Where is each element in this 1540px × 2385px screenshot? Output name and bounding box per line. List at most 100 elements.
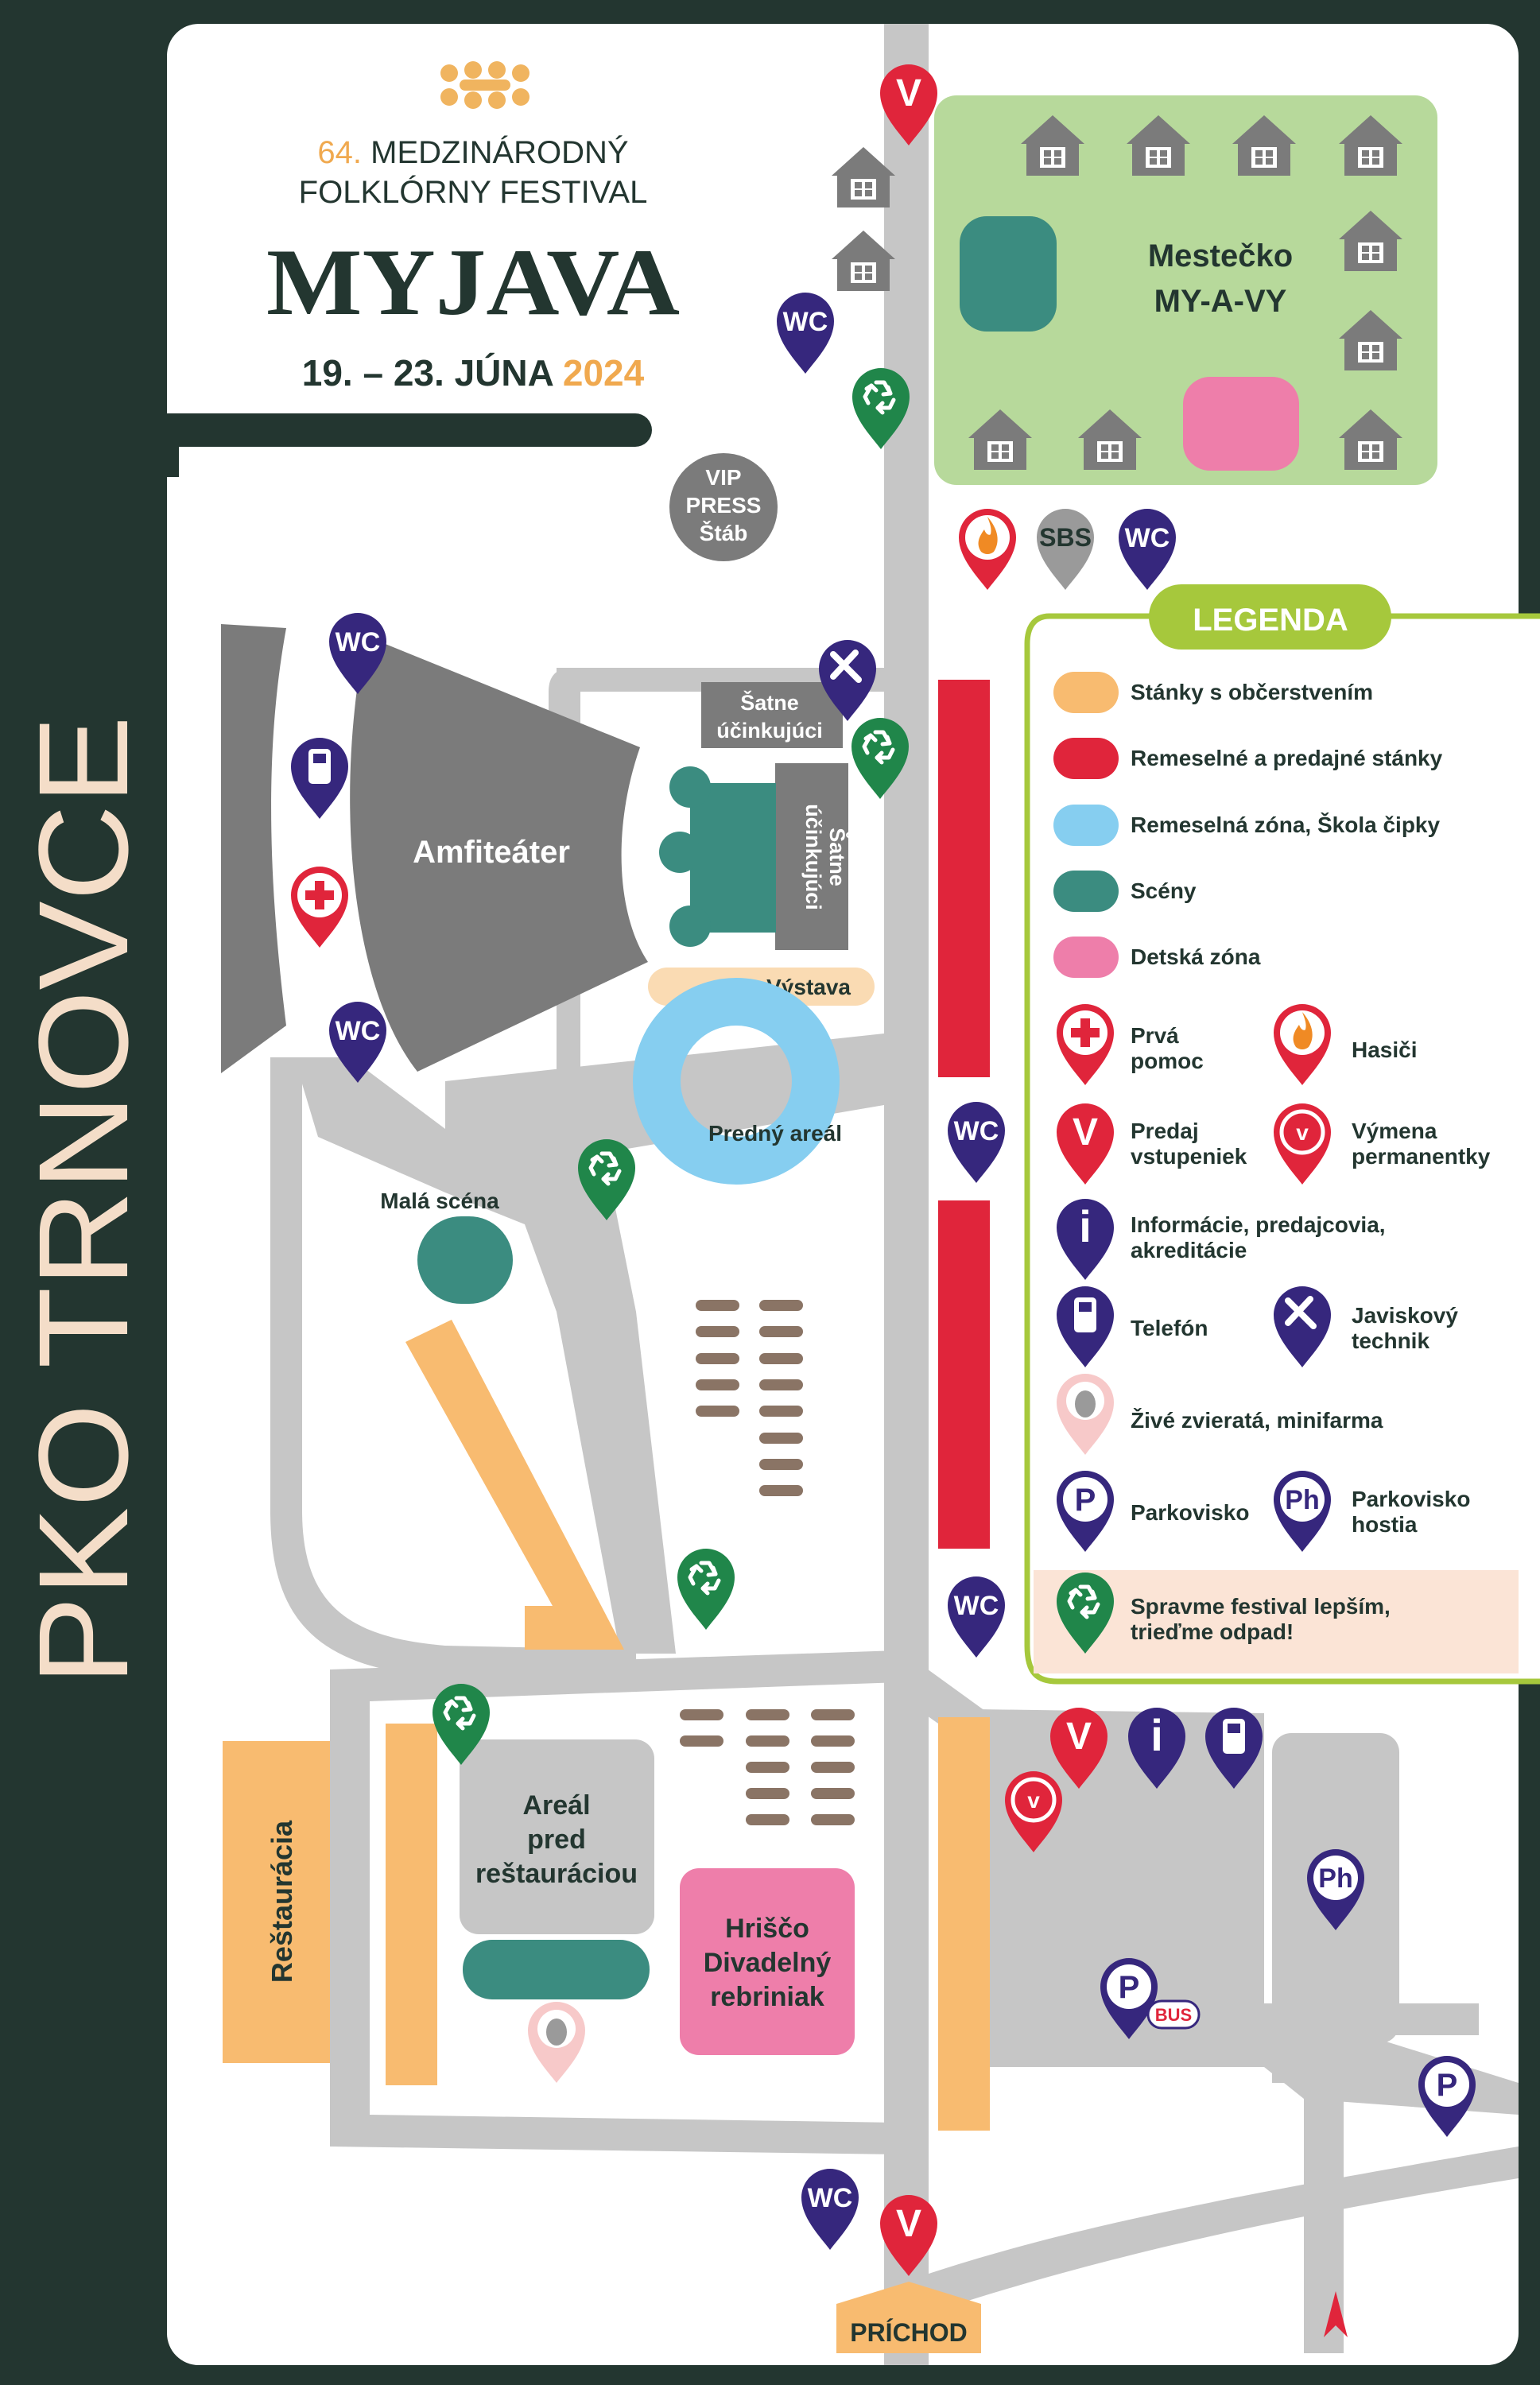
mala-scena-label: Malá scéna	[380, 1189, 499, 1213]
wc-pin-label: WC	[954, 1591, 999, 1621]
legend-label-recycle-2: trieďme odpad!	[1131, 1619, 1294, 1644]
first-aid-icon	[1057, 1004, 1114, 1085]
legend-label-lace: Remeselná zóna, Škola čipky	[1131, 812, 1440, 837]
legend-swatch-stages	[1053, 871, 1119, 912]
areal-label-1: Areál	[522, 1790, 590, 1821]
legend-title: LEGENDA	[1193, 603, 1348, 638]
vip-label-3: Štáb	[700, 520, 748, 545]
legend-swatch-food	[1053, 672, 1119, 713]
legend-swatch-crafts	[1053, 738, 1119, 779]
legend-label-phone: Telefón	[1131, 1316, 1208, 1340]
dressing-rooms: Šatne účinkujúci Šatne účinkujúci	[701, 682, 850, 950]
phone-pin[interactable]	[1205, 1708, 1263, 1789]
side-title: PKO TRNOVCE	[16, 716, 154, 1685]
parking-pin[interactable]: P	[1418, 2056, 1476, 2137]
legend-label-guest-parking-2: hostia	[1352, 1512, 1418, 1537]
guest-parking-icon: Ph	[1274, 1471, 1331, 1552]
legend-label-tickets-2: vstupeniek	[1131, 1144, 1247, 1169]
legend-panel: LEGENDA Stánky s občerstvením Remeselné …	[1024, 584, 1540, 1685]
info-pin[interactable]: i	[1128, 1708, 1185, 1789]
legend-label-firefighters: Hasiči	[1352, 1037, 1418, 1062]
ticket-pin[interactable]: V	[1050, 1708, 1107, 1789]
restaurant-courtyard: Areál pred reštauráciou	[460, 1739, 654, 1999]
front-area: Predný areál	[633, 978, 842, 1185]
kids-playground: Hriščo Divadelný rebriniak	[680, 1868, 855, 2055]
craft-stalls-upper	[938, 680, 990, 1077]
pass-exchange-icon: v	[1274, 1103, 1331, 1185]
satne-1-label-1: Šatne	[740, 690, 799, 715]
wc-pin[interactable]: WC	[948, 1102, 1005, 1183]
legend-label-info-2: akreditácie	[1131, 1238, 1247, 1262]
wc-pin[interactable]: WC	[329, 1002, 386, 1083]
wc-pin-label: WC	[808, 2183, 853, 2213]
wc-pin[interactable]: WC	[329, 613, 386, 694]
pass-exchange-pin[interactable]: v	[1005, 1771, 1062, 1852]
entrance-marker[interactable]: PRÍCHOD	[836, 2282, 981, 2353]
mestecko-label-2: MY-A-VY	[1154, 284, 1287, 319]
festival-dates: 19. – 23. JÚNA 2024	[302, 352, 645, 394]
legend-label-first-aid-2: pomoc	[1131, 1049, 1204, 1073]
legend-swatch-kids	[1053, 937, 1119, 978]
bus-parking-pin[interactable]: P BUS	[1100, 1958, 1201, 2039]
header-line-1: 64. MEDZINÁRODNÝ	[317, 134, 628, 170]
amfiteater: Amfiteáter	[221, 624, 648, 1073]
legend-label-animals: Živé zvieratá, minifarma	[1131, 1408, 1383, 1433]
vip-press-bubble: VIP PRESS Štáb	[669, 453, 778, 561]
amfiteater-label: Amfiteáter	[413, 835, 570, 870]
ticket-pin[interactable]: V	[880, 2195, 937, 2276]
small-stage: Malá scéna	[380, 1189, 513, 1304]
bus-parking-pin-letter: P	[1119, 1970, 1140, 2005]
mestecko-label-1: Mestečko	[1148, 238, 1293, 273]
restauracia-label: Reštaurácia	[266, 1820, 298, 1983]
ticket-pin[interactable]: V	[880, 64, 937, 145]
info-pin-letter: i	[1079, 1201, 1092, 1251]
wc-pin-label: WC	[954, 1116, 999, 1146]
sbs-pin[interactable]: SBS	[1037, 509, 1094, 590]
prichod-label: PRÍCHOD	[850, 2318, 968, 2347]
main-stage	[659, 766, 776, 947]
legend-label-crafts: Remeselné a predajné stánky	[1131, 746, 1443, 770]
wc-pin[interactable]: WC	[777, 293, 834, 374]
satne-2-label-1: Šatne	[825, 828, 850, 886]
parking-pin-letter: P	[1437, 2068, 1458, 2103]
legend-label-guest-parking-1: Parkovisko	[1352, 1487, 1470, 1511]
wc-pin[interactable]: WC	[1119, 509, 1176, 590]
firefighters-pin[interactable]	[959, 509, 1016, 590]
legend-label-recycle-1: Spravme festival lepším,	[1131, 1594, 1391, 1619]
wc-pin-label: WC	[783, 307, 828, 337]
guest-parking-pin[interactable]: Ph	[1307, 1849, 1364, 1930]
legend-label-stages: Scény	[1131, 878, 1197, 903]
bus-label: BUS	[1155, 2005, 1192, 2025]
svg-text:v: v	[1296, 1120, 1309, 1145]
map-pins[interactable]: WC WC WC WC WC WC WC V V V v i SBS Ph	[291, 64, 1476, 2276]
wc-pin[interactable]: WC	[948, 1576, 1005, 1658]
wc-pin[interactable]: WC	[801, 2169, 859, 2250]
guest-parking-pin-letters: Ph	[1318, 1863, 1352, 1894]
festival-header: 64. MEDZINÁRODNÝ FOLKLÓRNY FESTIVAL MYJA…	[266, 61, 680, 394]
phone-pin[interactable]	[291, 738, 348, 819]
festival-logo-icon	[440, 61, 529, 109]
animals-pin[interactable]	[528, 2002, 585, 2083]
legend-label-tech-2: technik	[1352, 1328, 1429, 1353]
satne-2-label-2: účinkujúci	[801, 804, 825, 910]
legend-icons: Prvá pomoc Hasiči V Predaj vstupeniek v …	[1057, 1004, 1491, 1654]
side-title-wrapper: PKO TRNOVCE	[16, 716, 154, 1685]
craft-stalls-lower	[938, 1200, 990, 1549]
wc-pin-label: WC	[1125, 523, 1170, 553]
info-icon: i	[1057, 1199, 1114, 1280]
stage-technician-pin[interactable]	[819, 640, 876, 721]
legend-label-parking: Parkovisko	[1131, 1500, 1249, 1525]
north-arrow-icon	[1324, 2291, 1348, 2337]
food-stalls-restaurant	[386, 1724, 437, 2085]
first-aid-pin[interactable]	[291, 867, 348, 948]
legend-swatch-lace	[1053, 805, 1119, 846]
brand-title: MYJAVA	[266, 229, 680, 335]
legend-label-info-1: Informácie, predajcovia,	[1131, 1212, 1386, 1237]
food-stalls-diagonal	[405, 1320, 624, 1650]
phone-icon	[1057, 1286, 1114, 1367]
info-pin-letter: i	[1150, 1710, 1163, 1760]
firefighters-icon	[1274, 1004, 1331, 1085]
legend-swatches: Stánky s občerstvením Remeselné a predaj…	[1053, 672, 1443, 978]
parking-pin-letter: P	[1075, 1483, 1096, 1518]
